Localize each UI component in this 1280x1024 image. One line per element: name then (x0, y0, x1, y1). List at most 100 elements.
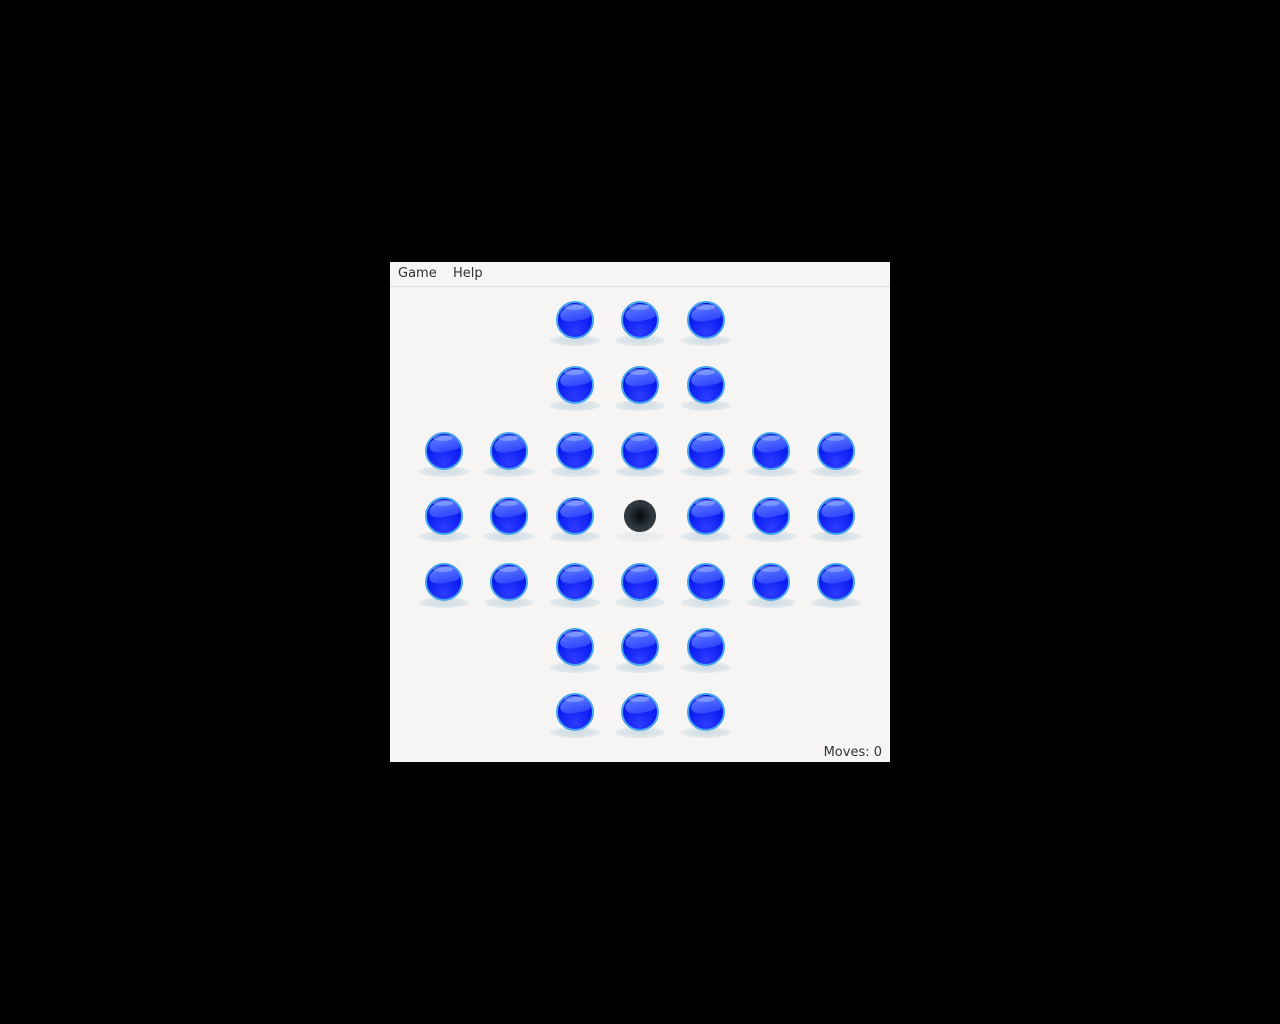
peg[interactable] (687, 301, 725, 339)
peg-shadow (615, 662, 665, 673)
game-window: Game Help Moves: 0 (390, 262, 890, 762)
peg[interactable] (687, 432, 725, 470)
peg-shadow (811, 466, 861, 477)
peg[interactable] (687, 497, 725, 535)
peg-shadow (550, 597, 600, 608)
peg[interactable] (621, 432, 659, 470)
peg[interactable] (556, 432, 594, 470)
peg[interactable] (425, 432, 463, 470)
peg[interactable] (556, 497, 594, 535)
peg[interactable] (490, 563, 528, 601)
board-cell-r4-c6[interactable] (806, 553, 866, 613)
peg[interactable] (752, 563, 790, 601)
board-cell-r3-c0[interactable] (414, 487, 474, 547)
peg[interactable] (687, 563, 725, 601)
board-cell-r2-c0[interactable] (414, 422, 474, 482)
peg[interactable] (752, 432, 790, 470)
peg[interactable] (556, 301, 594, 339)
peg-shadow (484, 531, 534, 542)
peg[interactable] (490, 497, 528, 535)
peg[interactable] (621, 301, 659, 339)
board-cell-r5-c2[interactable] (545, 618, 605, 678)
peg[interactable] (817, 563, 855, 601)
peg[interactable] (817, 432, 855, 470)
board-cell-r1-c3[interactable] (610, 356, 670, 416)
board-cell-r3-c2[interactable] (545, 487, 605, 547)
board-cell-r3-c4[interactable] (676, 487, 736, 547)
board-cell-r5-c4[interactable] (676, 618, 736, 678)
board-cell-r2-c4[interactable] (676, 422, 736, 482)
peg[interactable] (621, 693, 659, 731)
peg-shadow (681, 335, 731, 346)
board-cell-r2-c3[interactable] (610, 422, 670, 482)
board-cell-r4-c0[interactable] (414, 553, 474, 613)
peg[interactable] (817, 497, 855, 535)
board-cell-r4-c1[interactable] (479, 553, 539, 613)
board-cell-r6-c4[interactable] (676, 683, 736, 743)
peg[interactable] (687, 693, 725, 731)
board-cell-r3-c1[interactable] (479, 487, 539, 547)
peg[interactable] (752, 497, 790, 535)
peg[interactable] (687, 628, 725, 666)
peg-shadow (550, 662, 600, 673)
board-cell-r0-c2[interactable] (545, 291, 605, 351)
peg-shadow (811, 531, 861, 542)
peg-shadow (681, 597, 731, 608)
board-cell-r2-c5[interactable] (741, 422, 801, 482)
peg-shadow (746, 597, 796, 608)
board-cell-r6-c2[interactable] (545, 683, 605, 743)
board-cell-r4-c2[interactable] (545, 553, 605, 613)
board-cell-r0-c4[interactable] (676, 291, 736, 351)
board-cell-r5-c3[interactable] (610, 618, 670, 678)
peg[interactable] (556, 563, 594, 601)
peg[interactable] (425, 497, 463, 535)
board-cell-r1-c2[interactable] (545, 356, 605, 416)
peg-shadow (681, 400, 731, 411)
menu-game[interactable]: Game (398, 266, 437, 281)
peg-shadow (746, 531, 796, 542)
peg-shadow (419, 531, 469, 542)
menu-help[interactable]: Help (453, 266, 483, 281)
peg-shadow (615, 335, 665, 346)
peg-shadow (550, 466, 600, 477)
peg-shadow (681, 727, 731, 738)
peg[interactable] (556, 628, 594, 666)
peg-board (390, 287, 890, 747)
peg[interactable] (687, 366, 725, 404)
peg[interactable] (621, 628, 659, 666)
peg-shadow (550, 531, 600, 542)
peg-shadow (746, 466, 796, 477)
peg-shadow (681, 531, 731, 542)
peg[interactable] (490, 432, 528, 470)
peg[interactable] (556, 693, 594, 731)
board-cell-r4-c4[interactable] (676, 553, 736, 613)
peg-shadow (550, 727, 600, 738)
board-cell-r4-c5[interactable] (741, 553, 801, 613)
board-cell-r2-c1[interactable] (479, 422, 539, 482)
peg-shadow (681, 662, 731, 673)
peg-shadow (484, 466, 534, 477)
menu-bar: Game Help (390, 262, 890, 287)
peg-shadow (615, 466, 665, 477)
peg[interactable] (425, 563, 463, 601)
board-cell-r1-c4[interactable] (676, 356, 736, 416)
board-cell-r4-c3[interactable] (610, 553, 670, 613)
board-cell-r2-c2[interactable] (545, 422, 605, 482)
board-cell-r3-c6[interactable] (806, 487, 866, 547)
board-cell-r3-c3[interactable] (610, 487, 670, 547)
peg-shadow (681, 466, 731, 477)
peg-shadow (550, 400, 600, 411)
peg[interactable] (621, 563, 659, 601)
peg-shadow (484, 597, 534, 608)
peg-shadow (615, 400, 665, 411)
hole-shadow (615, 531, 665, 542)
board-cell-r6-c3[interactable] (610, 683, 670, 743)
board-cell-r3-c5[interactable] (741, 487, 801, 547)
board-cell-r0-c3[interactable] (610, 291, 670, 351)
board-cell-r2-c6[interactable] (806, 422, 866, 482)
peg[interactable] (556, 366, 594, 404)
peg[interactable] (621, 366, 659, 404)
moves-counter: Moves: 0 (823, 745, 882, 760)
peg-shadow (419, 466, 469, 477)
empty-hole[interactable] (624, 500, 656, 532)
